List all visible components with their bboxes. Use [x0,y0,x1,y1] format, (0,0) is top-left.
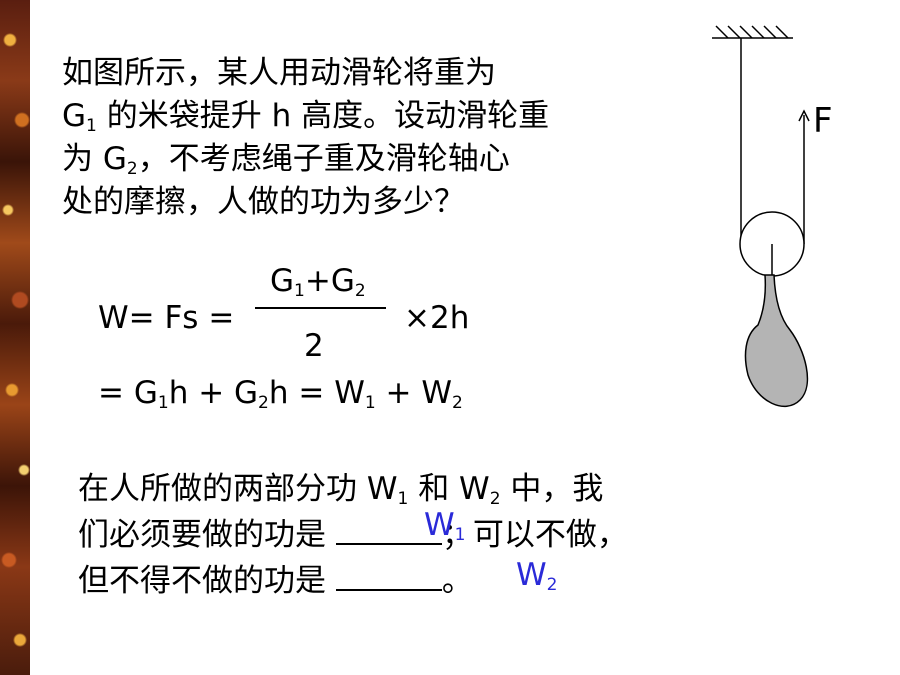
formula-denominator: 2 [304,328,324,364]
force-arrow-icon [798,109,810,122]
ceiling-support [712,25,793,39]
answer-blank-2[interactable] [335,563,442,591]
problem-line-3: 为 G2，不考虑绳子重及滑轮轴心 [62,141,510,179]
problem-line-1: 如图所示，某人用动滑轮将重为 [62,55,496,91]
formula-lhs: W= Fs = [98,300,235,336]
answer-2: W2 [516,557,558,595]
question-line-2: 们必须要做的功是 ；可以不做， [78,517,628,553]
formula-line-2: = G1h + G2h = W1 + W2 [98,375,463,413]
question-line-1: 在人所做的两部分功 W1 和 W2 中，我 [78,471,604,509]
fraction-bar [255,307,386,309]
decorative-side-strip [0,0,30,675]
force-label: F [813,101,833,141]
question-line-3: 但不得不做的功是 。 [78,563,473,599]
formula-numerator: G1+G2 [270,263,366,301]
answer-blank-1[interactable] [335,517,442,545]
rice-sack [744,274,809,407]
question-text: 在人所做的两部分功 W1 和 W2 中，我 们必须要做的功是 ；可以不做， 但不… [78,466,628,604]
answer-1: W1 [424,507,466,545]
problem-line-2: G1 的米袋提升 h 高度。设动滑轮重 [62,98,550,136]
formula-times: ×2h [404,300,470,336]
problem-line-4: 处的摩擦，人做的功为多少？ [62,184,465,220]
problem-text: 如图所示，某人用动滑轮将重为 G1 的米袋提升 h 高度。设动滑轮重 为 G2，… [62,52,549,224]
